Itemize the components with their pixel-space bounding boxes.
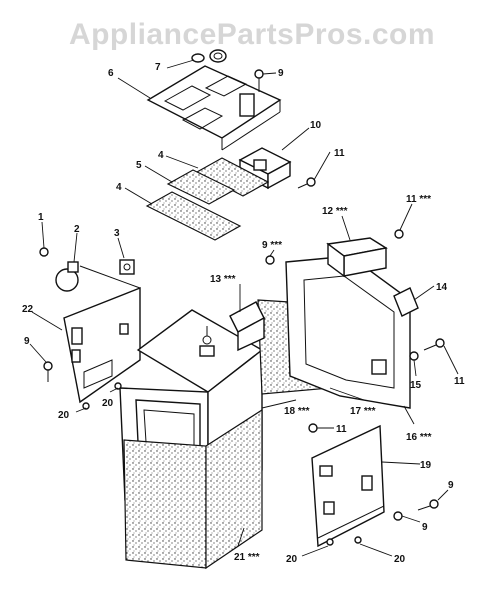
lower-insulation [123, 408, 263, 570]
screw-9-left [43, 361, 53, 382]
screw-11-upper-right [394, 229, 404, 239]
lamp-socket [119, 259, 135, 275]
callout-11-transformer: 11 [334, 148, 345, 159]
screw-9-middle [265, 255, 275, 265]
callout-18: 18 *** [284, 406, 310, 417]
callout-4-lower: 4 [116, 182, 122, 193]
top-mounting-plate [146, 65, 282, 151]
gasket-14 [393, 287, 419, 317]
screw-11-transformer [297, 177, 316, 189]
screw-9-bottom [393, 511, 403, 521]
callout-2: 2 [74, 224, 80, 235]
screw-11-lower [308, 423, 318, 433]
grommets-20 [82, 382, 362, 546]
callout-1: 1 [38, 212, 44, 223]
rear-panel [285, 255, 411, 409]
screw-9-lower-right [417, 499, 439, 511]
insulation-pads [145, 157, 270, 241]
callout-20-bottom-right: 20 [394, 554, 406, 565]
callout-4-upper: 4 [158, 150, 164, 161]
callout-3: 3 [114, 228, 120, 239]
callout-11-right: 11 [454, 376, 465, 387]
callout-10: 10 [310, 120, 322, 131]
screw-1 [39, 247, 49, 257]
bracket-13 [229, 301, 265, 352]
callout-6: 6 [108, 68, 114, 79]
callout-20-mid: 20 [102, 398, 114, 409]
callout-labels: 6 7 9 10 11 4 5 4 1 2 3 12 *** 11 *** 9 … [22, 62, 465, 565]
callout-9-left: 9 [24, 336, 30, 347]
callout-12: 12 *** [322, 206, 348, 217]
vent-grille [326, 237, 388, 278]
screw-11-right [423, 338, 445, 351]
leader-lines [29, 59, 459, 557]
control-knob-assembly [191, 49, 227, 63]
callout-15: 15 [410, 380, 422, 391]
callout-20-bottom-left: 20 [286, 554, 298, 565]
callout-9-middle: 9 *** [262, 240, 282, 251]
callout-9-top: 9 [278, 68, 284, 79]
callout-14: 14 [436, 282, 448, 293]
callout-13: 13 *** [210, 274, 236, 285]
callout-22: 22 [22, 304, 34, 315]
callout-5: 5 [136, 160, 142, 171]
light-bulb [55, 261, 141, 292]
callout-11-upper-right: 11 *** [406, 194, 431, 205]
callout-16: 16 *** [406, 432, 432, 443]
left-side-panel [63, 286, 141, 404]
callout-11-lower: 11 [336, 424, 347, 435]
callout-9-lower-right: 9 [448, 480, 454, 491]
right-access-panel [311, 424, 385, 548]
watermark-logo: AppliancePartsPros.com [68, 18, 436, 51]
callout-20-left: 20 [58, 410, 70, 421]
callout-9-bottom: 9 [422, 522, 428, 533]
callout-17: 17 *** [350, 406, 376, 417]
callout-19: 19 [420, 460, 432, 471]
callout-7: 7 [155, 62, 161, 73]
grommet-15 [409, 351, 419, 361]
callout-21: 21 *** [234, 552, 260, 563]
